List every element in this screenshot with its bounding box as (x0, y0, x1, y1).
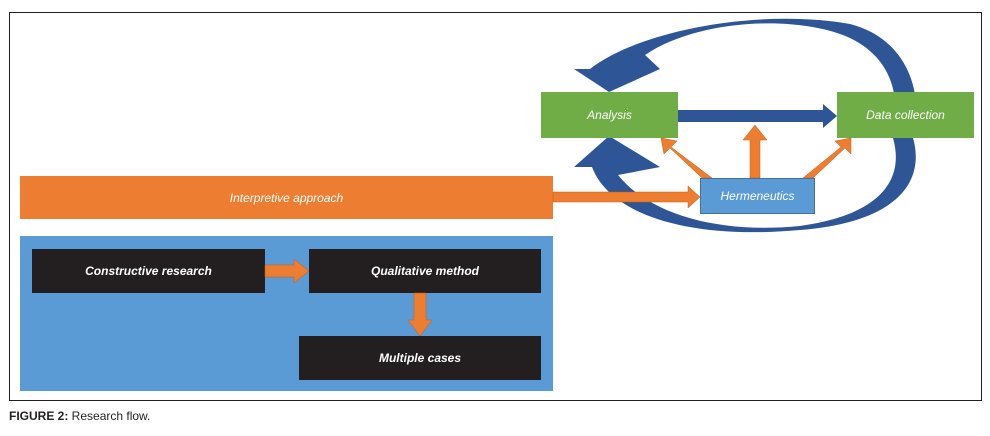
qualitative-to-multiple-cases-arrow (407, 292, 433, 337)
constructive-research-box: Constructive research (32, 249, 265, 293)
figure-caption-label: FIGURE 2: (9, 409, 69, 423)
hermeneutics-box: Hermeneutics (700, 178, 815, 214)
interpretive-to-hermeneutics-arrow (552, 185, 701, 209)
data-collection-box: Data collection (837, 92, 974, 138)
hermeneutics-to-data-collection-arrow (802, 137, 852, 179)
hermeneutics-label: Hermeneutics (720, 189, 795, 203)
hermeneutics-to-analysis-arrow (660, 137, 713, 179)
figure-caption-text: Research flow. (68, 409, 151, 423)
multiple-cases-box: Multiple cases (299, 336, 541, 380)
figure-caption: FIGURE 2: Research flow. (9, 409, 150, 423)
cycle-arrow-bottom (574, 136, 916, 233)
data-collection-label: Data collection (866, 108, 945, 122)
qualitative-method-label: Qualitative method (370, 264, 480, 278)
interpretive-approach-box: Interpretive approach (20, 176, 553, 219)
interpretive-approach-label: Interpretive approach (229, 190, 344, 205)
hermeneutics-up-arrow (742, 124, 768, 179)
constructive-research-label: Constructive research (85, 264, 212, 278)
analysis-to-data-collection-arrow (678, 104, 837, 128)
analysis-box: Analysis (541, 92, 678, 138)
multiple-cases-label: Multiple cases (378, 351, 462, 365)
analysis-label: Analysis (587, 108, 632, 122)
qualitative-method-box: Qualitative method (309, 249, 541, 293)
constructive-to-qualitative-arrow (264, 258, 310, 284)
figure-frame (9, 12, 982, 401)
